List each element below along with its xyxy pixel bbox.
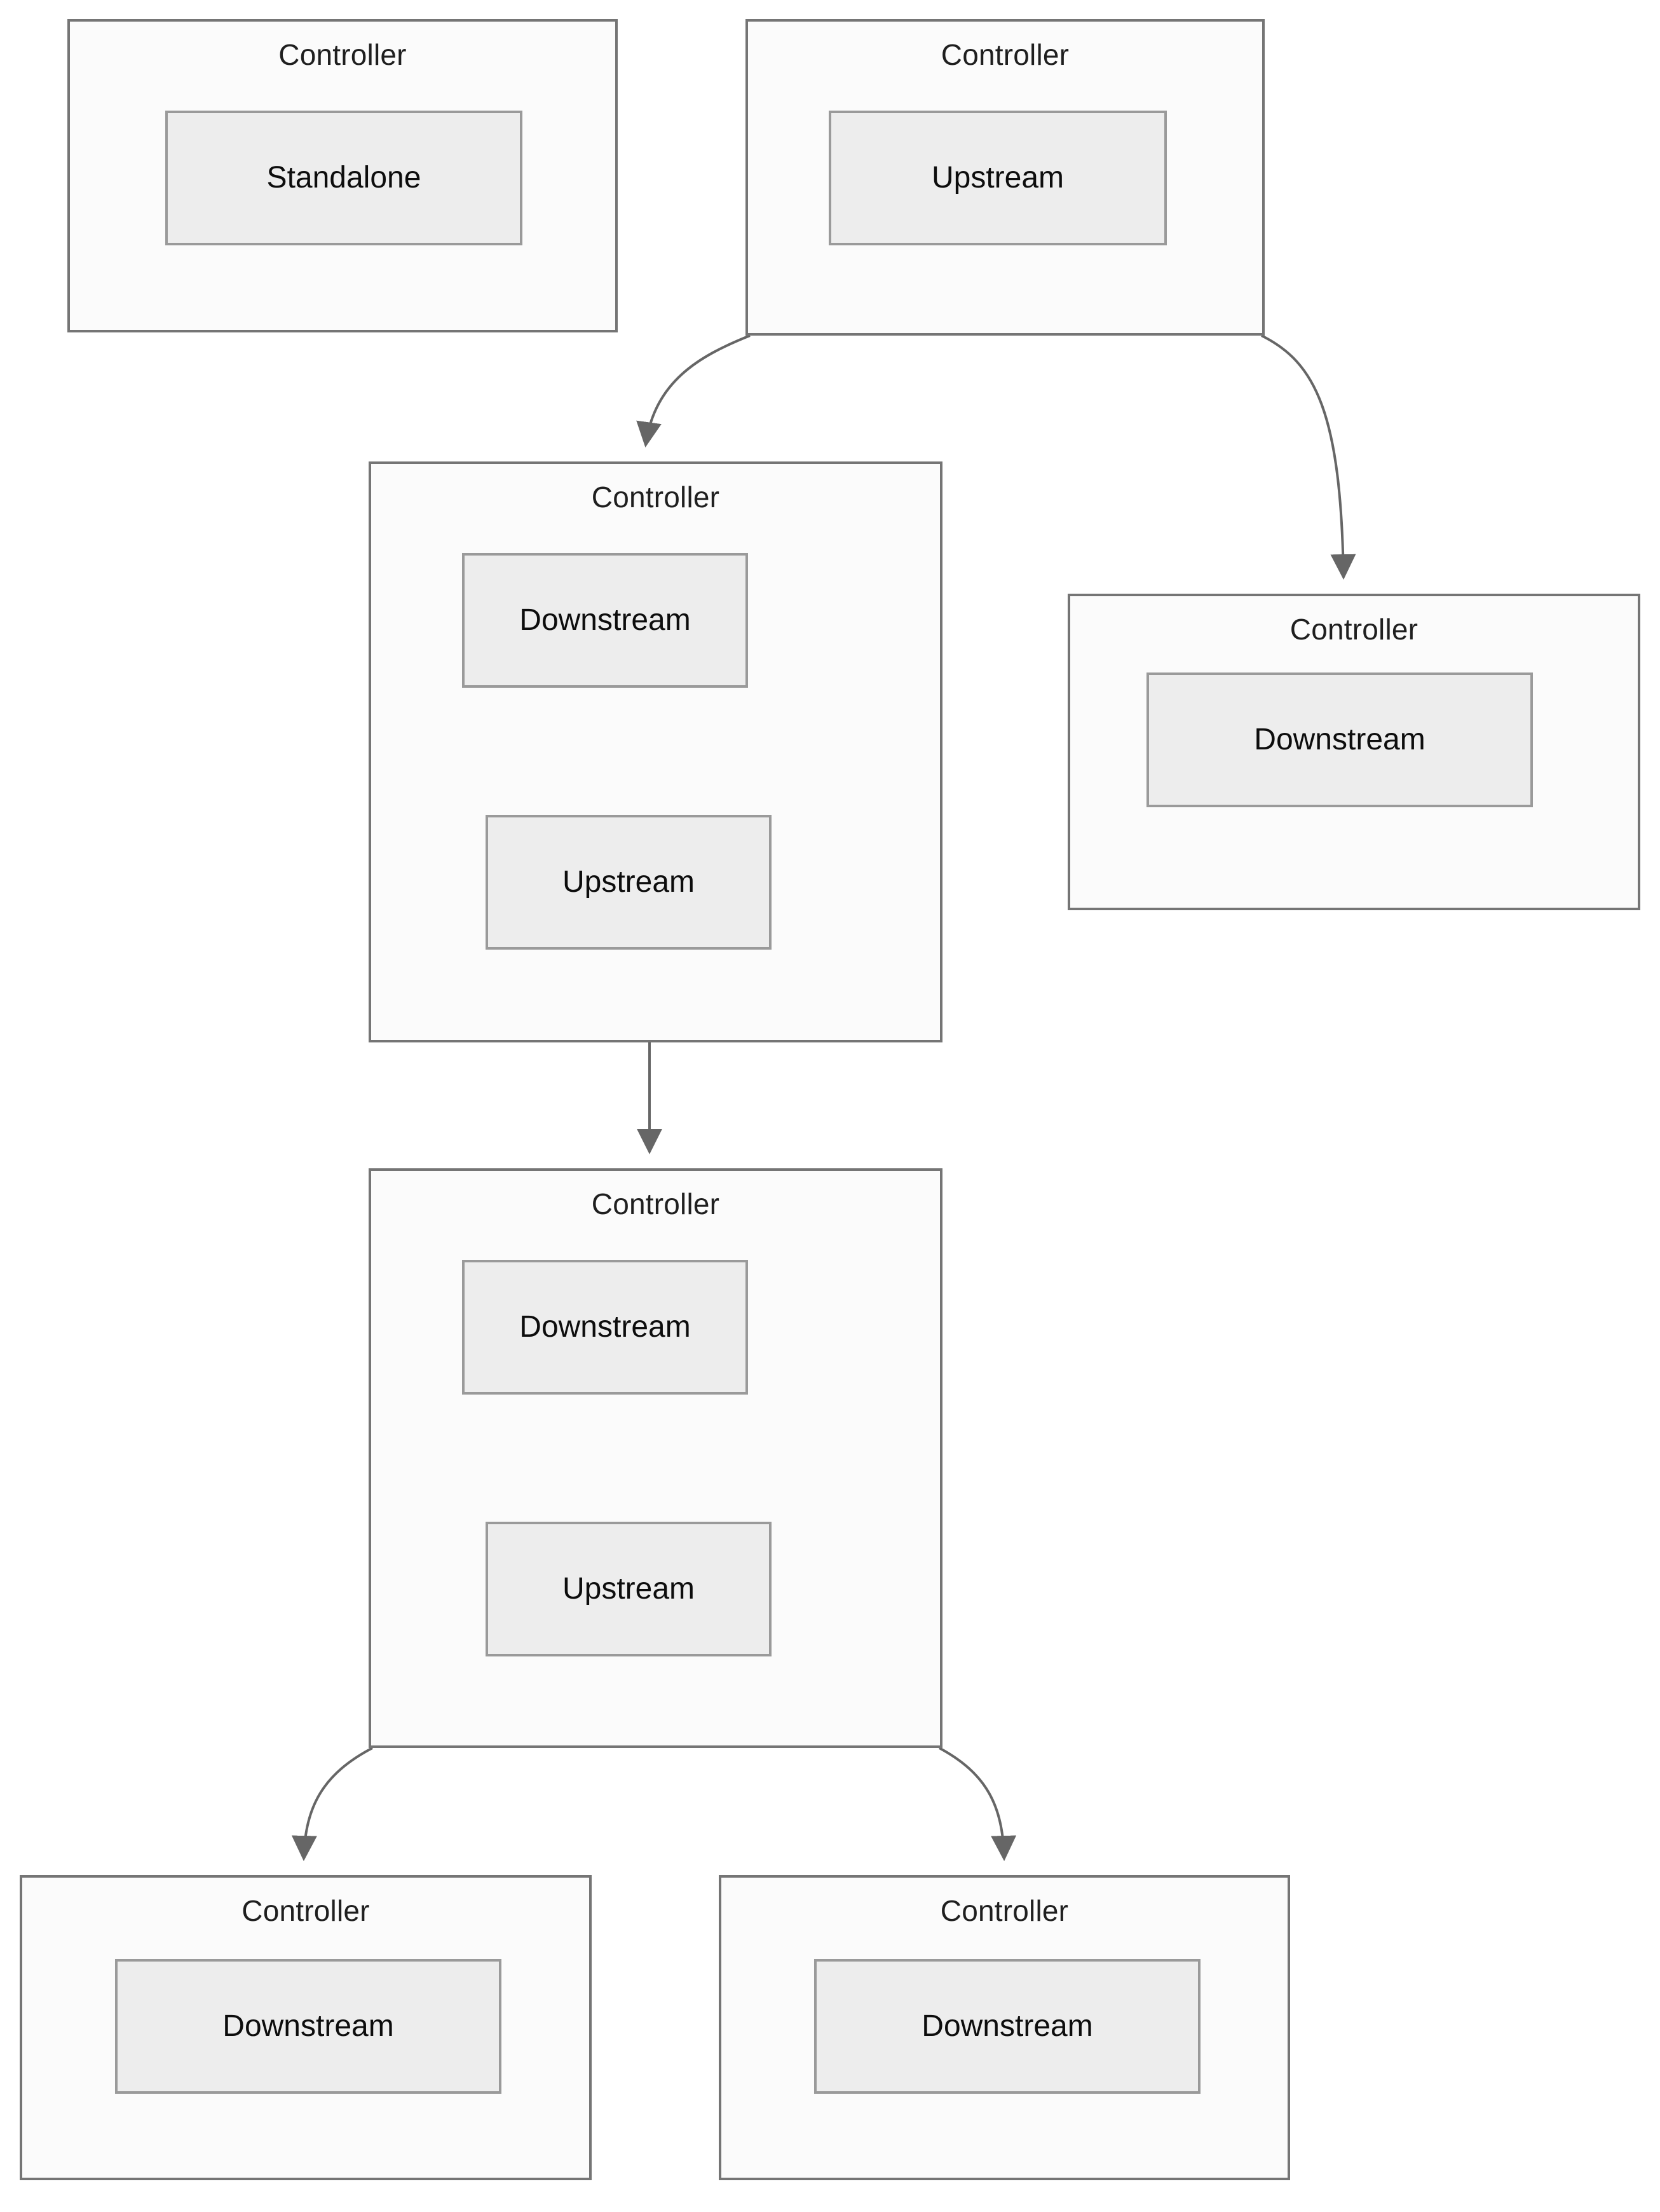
role-node-label: Upstream xyxy=(931,161,1065,195)
role-node-downstream[interactable]: Downstream xyxy=(462,553,748,688)
connector-arrow xyxy=(1261,334,1356,580)
connector-arrow xyxy=(291,1747,373,1861)
controller-title: Controller xyxy=(941,38,1070,71)
role-node-label: Downstream xyxy=(922,2009,1093,2043)
role-node-downstream[interactable]: Downstream xyxy=(115,1959,501,2094)
connector-arrow xyxy=(939,1747,1017,1861)
role-node-label: Downstream xyxy=(1254,723,1425,756)
role-node-label: Standalone xyxy=(266,161,421,195)
controller-title: Controller xyxy=(940,1894,1069,1927)
role-node-label: Downstream xyxy=(519,1310,691,1344)
controller-title: Controller xyxy=(591,481,720,514)
role-node-downstream[interactable]: Downstream xyxy=(462,1260,748,1395)
role-node-upstream[interactable]: Upstream xyxy=(486,1522,772,1656)
connector-arrow xyxy=(636,334,751,447)
role-node-label: Downstream xyxy=(222,2009,394,2043)
role-node-downstream[interactable]: Downstream xyxy=(814,1959,1201,2094)
controller-title: Controller xyxy=(1289,613,1418,646)
role-node-downstream[interactable]: Downstream xyxy=(1146,672,1533,807)
controller-title: Controller xyxy=(278,38,407,71)
role-node-label: Upstream xyxy=(562,1572,695,1606)
role-node-upstream[interactable]: Upstream xyxy=(486,815,772,950)
role-node-label: Downstream xyxy=(519,603,691,637)
role-node-standalone[interactable]: Standalone xyxy=(165,111,522,245)
controller-title: Controller xyxy=(242,1894,370,1927)
role-node-label: Upstream xyxy=(562,865,695,899)
role-node-upstream[interactable]: Upstream xyxy=(829,111,1167,245)
controller-title: Controller xyxy=(591,1187,720,1220)
